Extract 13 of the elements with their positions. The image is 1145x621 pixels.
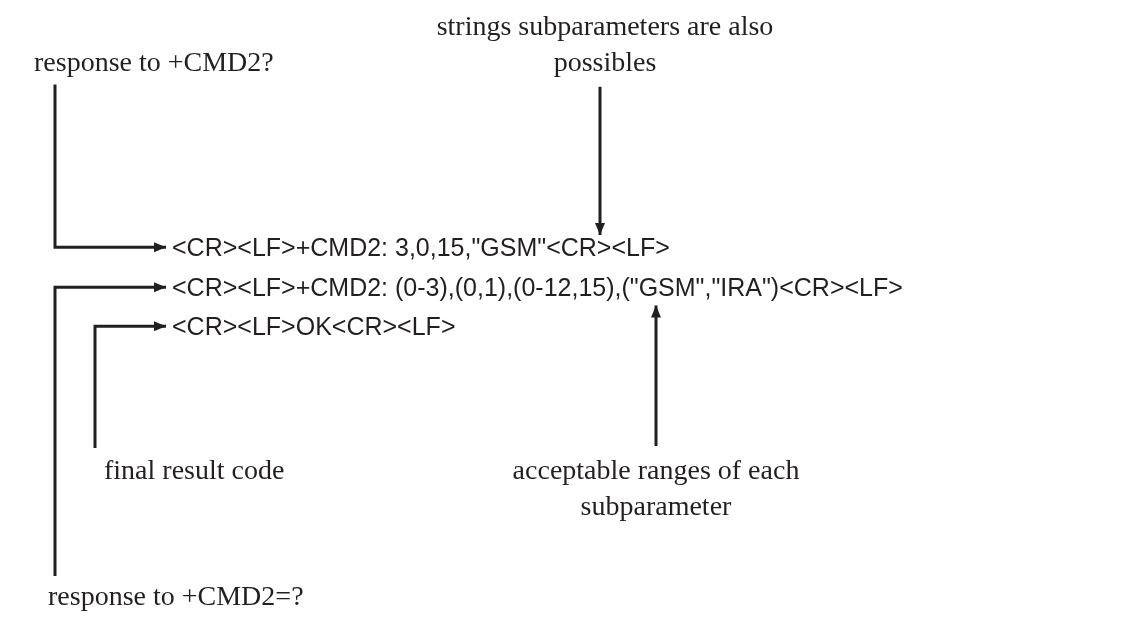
arrow [595,86,605,235]
annotation-text: acceptable ranges of each subparameter [511,453,801,524]
annotation-text: response to +CMD2? [34,45,274,79]
arrow [53,282,166,576]
arrow [53,84,166,253]
response-line: <CR><LF>+CMD2: 3,0,15,"GSM"<CR><LF> [172,232,670,263]
response-line: <CR><LF>+CMD2: (0-3),(0,1),(0-12,15),("GSM","IRA")<CR><LF> [172,272,903,303]
annotation-text: strings subparameters are also possibles [435,9,775,80]
annotation-text: response to +CMD2=? [48,579,304,613]
arrow [651,305,661,446]
arrow [93,321,166,448]
annotation-text: final result code [104,453,285,487]
response-line: <CR><LF>OK<CR><LF> [172,311,456,342]
